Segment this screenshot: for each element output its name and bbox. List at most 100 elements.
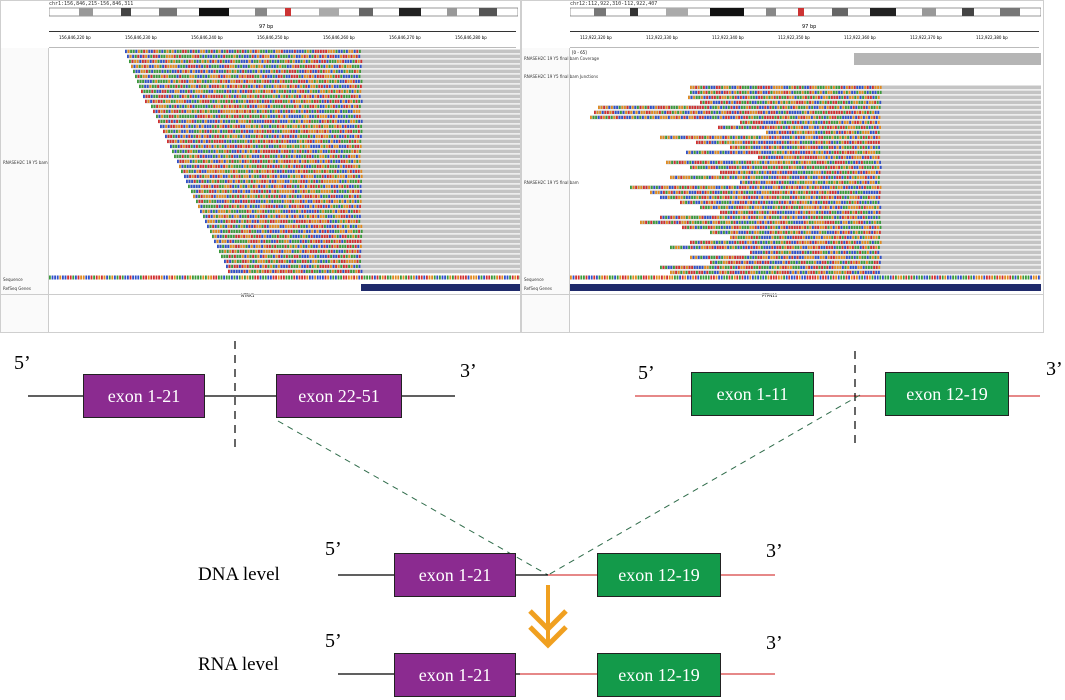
base-mark — [327, 264, 330, 268]
base-mark — [334, 84, 336, 88]
base-mark — [717, 105, 720, 109]
base-mark — [338, 89, 341, 93]
base-mark — [174, 89, 177, 93]
base-mark — [748, 150, 751, 154]
base-mark — [333, 69, 335, 73]
base-mark — [322, 254, 325, 258]
base-mark — [360, 224, 363, 228]
base-mark — [334, 174, 337, 178]
base-mark — [279, 234, 282, 238]
base-mark — [849, 155, 851, 159]
base-mark — [250, 244, 253, 248]
base-mark — [277, 99, 280, 103]
base-mark — [849, 150, 852, 154]
base-mark — [870, 145, 873, 149]
base-mark — [787, 115, 790, 119]
sequence-base — [306, 275, 309, 280]
base-mark — [336, 199, 339, 203]
base-mark — [351, 89, 354, 93]
base-mark — [261, 179, 264, 183]
base-mark — [288, 54, 290, 58]
base-mark — [265, 194, 268, 198]
base-mark — [338, 249, 341, 253]
base-mark — [760, 95, 763, 99]
base-mark — [598, 105, 600, 109]
base-mark — [272, 264, 275, 268]
base-mark — [244, 104, 247, 108]
base-mark — [240, 169, 243, 173]
base-mark — [340, 159, 343, 163]
base-mark — [828, 155, 830, 159]
base-mark — [309, 149, 312, 153]
base-mark — [822, 165, 825, 169]
base-mark — [607, 110, 609, 114]
base-mark — [268, 204, 270, 208]
base-mark — [151, 104, 153, 108]
base-mark — [318, 189, 321, 193]
base-mark — [815, 175, 818, 179]
sequence-base — [402, 275, 405, 280]
base-mark — [327, 164, 329, 168]
sequence-base — [150, 275, 153, 280]
base-mark — [261, 234, 264, 238]
base-mark — [639, 105, 642, 109]
base-mark — [703, 85, 705, 89]
base-mark — [863, 105, 865, 109]
base-mark — [211, 144, 214, 148]
base-mark — [666, 110, 669, 114]
base-mark — [813, 145, 815, 149]
base-mark — [678, 135, 680, 139]
base-mark — [290, 179, 292, 183]
base-mark — [772, 105, 774, 109]
base-mark — [863, 100, 866, 104]
base-mark — [288, 174, 290, 178]
base-mark — [712, 160, 715, 164]
base-mark — [812, 180, 815, 184]
base-mark — [810, 135, 813, 139]
base-mark — [344, 234, 347, 238]
base-mark — [778, 100, 780, 104]
base-mark — [200, 94, 202, 98]
base-mark — [794, 175, 797, 179]
base-mark — [310, 244, 313, 248]
base-mark — [131, 64, 133, 68]
base-mark — [823, 145, 826, 149]
base-mark — [356, 209, 358, 213]
base-mark — [804, 155, 807, 159]
base-mark — [185, 89, 187, 93]
base-mark — [696, 135, 699, 139]
base-mark — [224, 184, 227, 188]
base-mark — [217, 169, 220, 173]
base-mark — [236, 254, 239, 258]
base-mark — [686, 150, 688, 154]
base-mark — [740, 135, 743, 139]
base-mark — [332, 114, 335, 118]
base-mark — [334, 269, 337, 273]
base-mark — [218, 164, 220, 168]
read-bar — [141, 89, 520, 94]
base-mark — [327, 229, 329, 233]
base-mark — [293, 164, 296, 168]
base-mark — [194, 74, 197, 78]
base-mark — [777, 115, 779, 119]
base-mark — [342, 169, 344, 173]
base-mark — [343, 94, 345, 98]
base-mark — [319, 264, 322, 268]
sequence-base — [225, 275, 228, 280]
base-mark — [200, 74, 202, 78]
base-mark — [257, 204, 260, 208]
base-mark — [234, 249, 237, 253]
base-mark — [234, 259, 237, 263]
base-mark — [269, 244, 271, 248]
base-mark — [291, 264, 293, 268]
base-mark — [825, 95, 828, 99]
sequence-base — [98, 275, 101, 280]
base-mark — [754, 125, 757, 129]
base-mark — [293, 219, 296, 223]
base-mark — [849, 95, 851, 99]
base-mark — [779, 135, 782, 139]
base-mark — [241, 109, 244, 113]
base-mark — [210, 114, 213, 118]
base-mark — [766, 175, 768, 179]
base-mark — [807, 180, 810, 184]
